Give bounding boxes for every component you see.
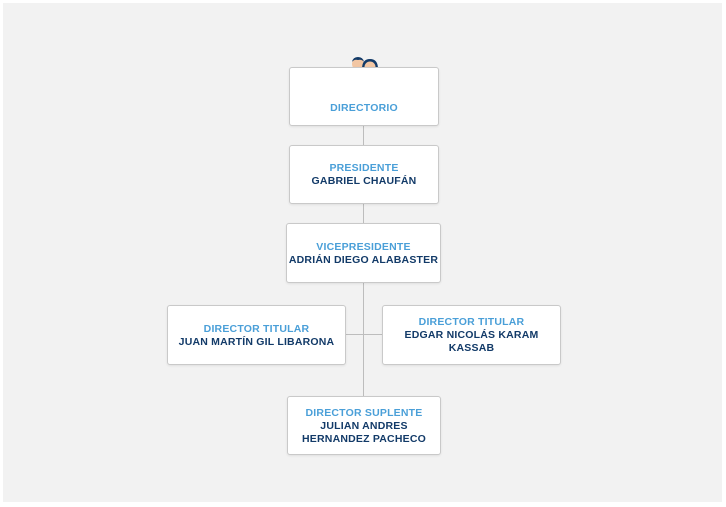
- node-label: DIRECTORIO: [330, 101, 398, 114]
- node-person-name-line1: JULIAN ANDRES: [320, 419, 408, 432]
- node-person-name: JUAN MARTÍN GIL LIBARONA: [178, 335, 335, 348]
- node-role: DIRECTOR SUPLENTE: [305, 406, 423, 419]
- node-vicepresident: VICEPRESIDENTE ADRIÁN DIEGO ALABASTER: [286, 223, 441, 283]
- node-person-name: ADRIÁN DIEGO ALABASTER: [288, 253, 439, 266]
- node-director-titular-left: DIRECTOR TITULAR JUAN MARTÍN GIL LIBARON…: [167, 305, 346, 365]
- node-director-titular-right: DIRECTOR TITULAR EDGAR NICOLÁS KARAM KAS…: [382, 305, 561, 365]
- node-person-name: GABRIEL CHAUFÁN: [311, 175, 417, 187]
- node-role: VICEPRESIDENTE: [316, 240, 411, 253]
- connector-directors-horizontal: [346, 334, 382, 335]
- node-president: PRESIDENTE GABRIEL CHAUFÁN: [289, 145, 439, 204]
- node-person-name: EDGAR NICOLÁS KARAM KASSAB: [404, 329, 539, 354]
- node-role: DIRECTOR TITULAR: [418, 316, 525, 328]
- node-directorio: DIRECTORIO: [289, 67, 439, 126]
- node-role: PRESIDENTE: [329, 162, 399, 174]
- node-person-name-line2: HERNANDEZ PACHECO: [302, 432, 426, 445]
- node-role: DIRECTOR TITULAR: [203, 322, 310, 335]
- node-director-suplente: DIRECTOR SUPLENTE JULIAN ANDRES HERNANDE…: [287, 396, 441, 455]
